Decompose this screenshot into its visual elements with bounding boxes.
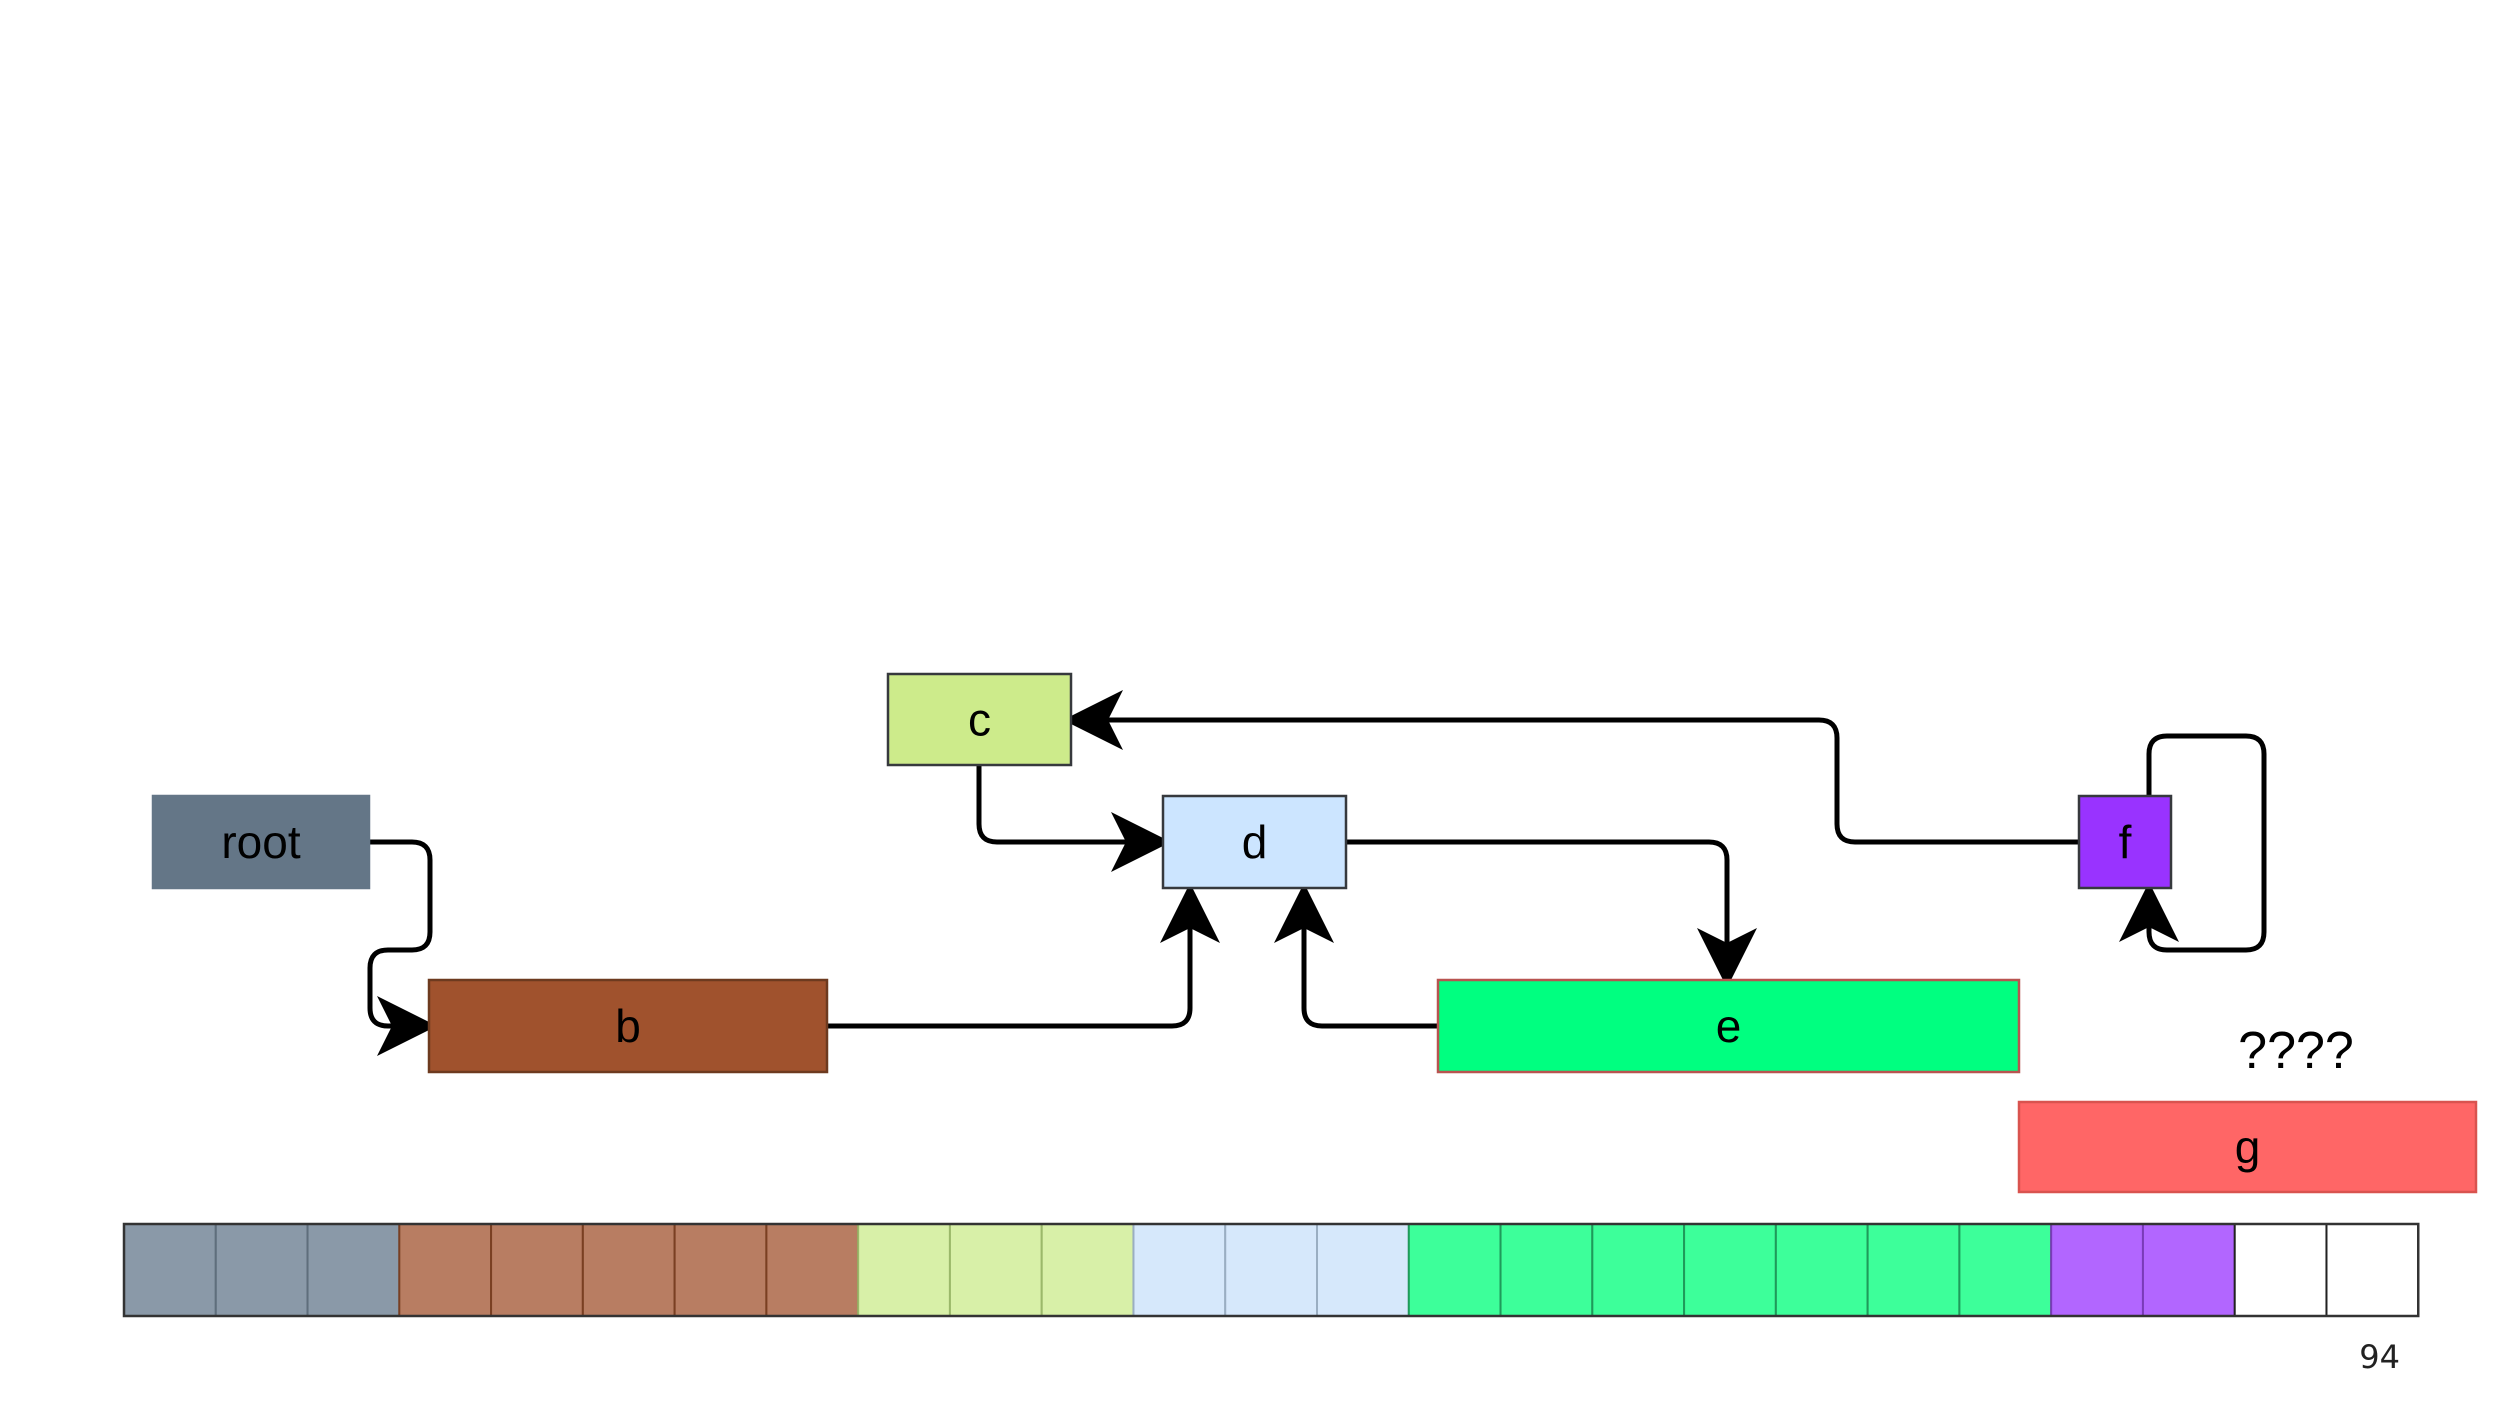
slide-number: 94 (2359, 1338, 2400, 1376)
node-root: root (151, 794, 371, 890)
node-e-label: e (1716, 1000, 1742, 1052)
node-f: f (2077, 794, 2173, 890)
strip-cell (1316, 1223, 1410, 1317)
edges (367, 690, 2267, 1056)
strip-cell (1407, 1223, 1502, 1317)
strip-cell (398, 1223, 493, 1317)
node-g-box (2017, 1100, 2478, 1194)
node-c-label: c (968, 694, 991, 746)
node-d: d (1161, 794, 1348, 890)
node-b-label: b (615, 1000, 641, 1052)
strip-cell (1132, 1223, 1227, 1317)
strip-cell (857, 1223, 951, 1317)
node-g: g (2017, 1100, 2478, 1194)
strip-cell (2233, 1223, 2328, 1317)
unknown-annotation: ???? (2238, 1022, 2354, 1080)
strip-cell (2141, 1223, 2236, 1317)
node-b-box (427, 978, 829, 1074)
node-f-box (2077, 794, 2173, 890)
strip-cell (306, 1223, 401, 1317)
strip-cell (765, 1223, 860, 1317)
node-f-label: f (2119, 816, 2132, 868)
node-e-box (1436, 978, 2021, 1074)
strip-cell (2050, 1223, 2144, 1317)
strip-cell (1040, 1223, 1135, 1317)
strip-cell (2325, 1223, 2420, 1317)
strip-cell (490, 1223, 584, 1317)
strip-segment-root (123, 1223, 401, 1317)
node-c: c (886, 672, 1073, 767)
node-b: b (427, 978, 829, 1074)
node-c-box (886, 672, 1073, 767)
edge-f-to-c (1063, 690, 2079, 845)
strip-cell (1866, 1223, 1961, 1317)
strip-cell (581, 1223, 676, 1317)
node-d-box (1161, 794, 1348, 890)
strip-segment-free (2233, 1223, 2420, 1317)
strip-outline (122, 1222, 2420, 1318)
edge-e-to-d (1274, 883, 1438, 1029)
strip-cell (1958, 1223, 2053, 1317)
edge-c-to-d (976, 765, 1171, 872)
strip-cell (1774, 1223, 1869, 1317)
edge-f-to-f (2119, 733, 2267, 953)
node-d-label: d (1242, 816, 1268, 868)
strip-segment-b (398, 1223, 860, 1317)
strip-cell (1591, 1223, 1686, 1317)
strip-cell (1683, 1223, 1777, 1317)
nodes: root b c d e f g (151, 672, 2478, 1194)
node-g-label: g (2235, 1121, 2261, 1173)
strip-cell (1499, 1223, 1594, 1317)
strip-segment-f (2050, 1223, 2236, 1317)
strip-cell (214, 1223, 309, 1317)
strip-segment-d (1132, 1223, 1410, 1317)
node-e: e (1436, 978, 2021, 1074)
strip-cell (1224, 1223, 1319, 1317)
strip-segment-e (1407, 1223, 2053, 1317)
edge-root-to-b (367, 839, 437, 1056)
edge-b-to-d (827, 883, 1220, 1029)
strip-cell (948, 1223, 1043, 1317)
strip-cell (673, 1223, 768, 1317)
node-root-box (151, 794, 371, 890)
edge-d-to-e (1346, 839, 1757, 988)
strip-cell (123, 1223, 217, 1317)
strip-segment-c (857, 1223, 1135, 1317)
memory-strip (122, 1222, 2420, 1318)
node-root-label: root (221, 816, 300, 868)
